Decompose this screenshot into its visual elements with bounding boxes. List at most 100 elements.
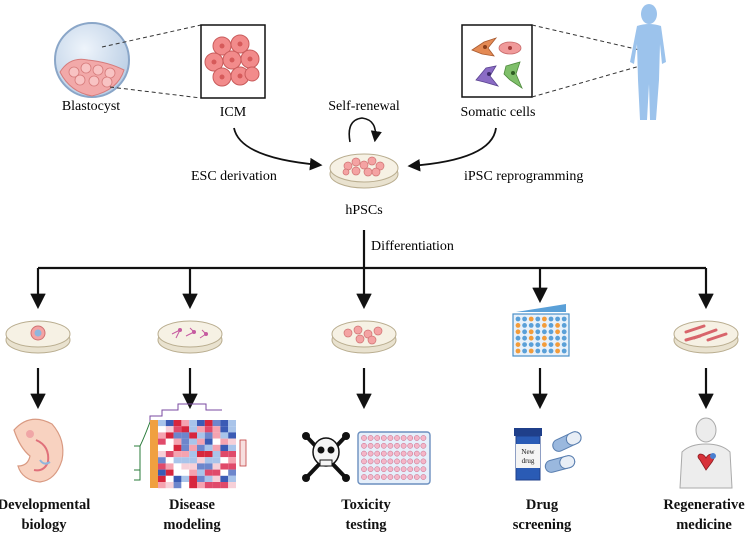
heatmap-cell	[181, 457, 190, 464]
app-drug-line2: screening	[513, 517, 572, 533]
app-toxicity-line2: testing	[345, 517, 387, 533]
tox-well	[394, 458, 400, 465]
ipsc-reprogramming-arrow	[407, 127, 497, 172]
plate-well	[555, 348, 560, 354]
tox-well	[374, 474, 381, 480]
heatmap-cell	[228, 432, 236, 439]
heatmap-cell	[228, 420, 236, 427]
tox-well	[394, 466, 400, 473]
heatmap-cell	[212, 444, 221, 451]
heatmap-cell	[181, 432, 190, 439]
pill-icons	[544, 431, 582, 473]
tox-well	[420, 442, 427, 449]
human-torso-icon	[679, 417, 733, 489]
icm-label: ICM	[220, 105, 247, 120]
heatmap-cell	[204, 451, 213, 458]
heatmap-cell	[228, 469, 236, 476]
heatmap-cell	[181, 475, 190, 482]
heatmap-cell	[220, 475, 229, 482]
heatmap-cell	[212, 438, 221, 445]
tox-well	[407, 435, 414, 441]
hpscs-label: hPSCs	[345, 203, 382, 218]
plate-well	[515, 342, 521, 347]
heatmap-cell	[181, 463, 190, 470]
plate-well	[548, 323, 554, 328]
heatmap-cell	[173, 482, 182, 489]
heatmap-cell	[165, 457, 174, 464]
plate-well	[542, 335, 547, 341]
plate-well	[528, 329, 534, 335]
heatmap-cell	[220, 420, 229, 427]
heatmap-cell	[204, 469, 213, 476]
screening-plate-icon	[512, 304, 570, 357]
plate-well	[535, 335, 541, 341]
heatmap-cell	[204, 482, 213, 489]
tox-well	[387, 458, 394, 465]
plate-well	[515, 348, 521, 354]
heatmap-cell	[220, 426, 229, 433]
tox-well	[367, 474, 374, 480]
tox-well	[380, 474, 387, 480]
esc-derivation-label: ESC derivation	[191, 169, 277, 184]
plate-well	[561, 316, 567, 322]
heatmap-cell	[173, 457, 182, 464]
heatmap-cell	[173, 451, 182, 458]
dish-disease	[157, 320, 223, 354]
heatmap-cell	[158, 426, 166, 433]
plate-well	[548, 348, 554, 354]
plate-well	[548, 316, 554, 322]
plate-well	[548, 342, 554, 347]
app-disease-line2: modeling	[163, 517, 221, 533]
tox-well	[420, 474, 427, 480]
heatmap-cell	[228, 463, 236, 470]
heatmap-cell	[189, 420, 197, 427]
heatmap-cell	[220, 457, 229, 464]
heatmap-cell	[197, 469, 205, 476]
tox-well	[407, 450, 414, 457]
tox-well	[367, 435, 374, 441]
heatmap-cell	[212, 420, 221, 427]
tox-well	[374, 435, 381, 441]
heatmap-cell	[165, 463, 174, 470]
tox-well	[367, 450, 374, 457]
tox-well	[407, 466, 414, 473]
plate-well	[561, 348, 567, 354]
branch-arrows	[30, 268, 714, 310]
heatmap-cell	[204, 475, 213, 482]
tox-well	[387, 442, 394, 449]
heatmap-cell	[220, 451, 229, 458]
tox-well	[380, 466, 387, 473]
heatmap-cell	[181, 426, 190, 433]
heatmap-cell	[189, 482, 197, 489]
plate-well	[548, 329, 554, 335]
heatmap-cell	[158, 420, 166, 427]
tox-well	[394, 442, 400, 449]
heatmap-cell	[228, 475, 236, 482]
heatmap-cell	[228, 438, 236, 445]
plate-well	[528, 342, 534, 347]
plate-well	[522, 335, 527, 341]
heatmap-cell	[173, 438, 182, 445]
new-drug-line2: drug	[522, 457, 535, 465]
heatmap-cell	[197, 420, 205, 427]
heatmap-cell	[197, 432, 205, 439]
ipsc-reprogramming-label: iPSC reprogramming	[464, 169, 583, 184]
tox-well	[361, 474, 367, 480]
heatmap-cell	[212, 457, 221, 464]
plate-well	[561, 329, 567, 335]
tox-well	[413, 442, 420, 449]
heatmap-cell	[197, 482, 205, 489]
heatmap-cell	[173, 432, 182, 439]
tox-well	[380, 458, 387, 465]
heatmap-cell	[165, 444, 174, 451]
heatmap-cell	[189, 426, 197, 433]
heatmap-cell	[212, 451, 221, 458]
tox-well	[413, 450, 420, 457]
heatmap-cell	[189, 463, 197, 470]
somatic-cells-label: Somatic cells	[460, 105, 535, 120]
plate-well	[542, 342, 547, 347]
plate-well	[542, 323, 547, 328]
plate-well	[515, 329, 521, 335]
tox-well	[361, 458, 367, 465]
